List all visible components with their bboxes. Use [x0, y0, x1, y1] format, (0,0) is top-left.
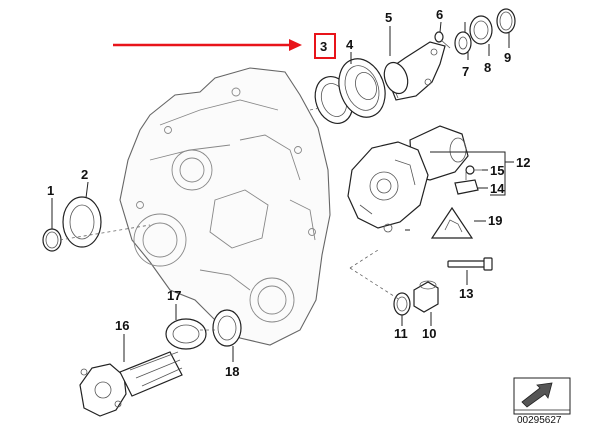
part-11-ring[interactable]: [393, 292, 411, 316]
callout-7[interactable]: 7: [462, 64, 469, 79]
part-14-sensor[interactable]: [454, 172, 479, 195]
highlight-box: [314, 33, 336, 59]
callout-3[interactable]: 3: [320, 39, 327, 54]
callout-labels: 1 2 3 4 5 6 7 8 9 10 11 12 13 14 15 16 1…: [47, 7, 530, 379]
callout-1[interactable]: 1: [47, 183, 54, 198]
callout-5[interactable]: 5: [385, 10, 392, 25]
part-16-drive-flange[interactable]: [79, 351, 183, 417]
part-10-plug[interactable]: [413, 280, 439, 313]
part-9-ring[interactable]: [496, 8, 516, 34]
callout-11[interactable]: 11: [394, 326, 408, 341]
part-18-seal[interactable]: [212, 309, 242, 347]
part-15-screw[interactable]: [465, 165, 482, 175]
part-8-seal[interactable]: [469, 15, 493, 45]
callout-12[interactable]: 12: [516, 155, 530, 170]
direction-arrow-icon: [521, 382, 553, 408]
callout-14[interactable]: 14: [490, 181, 505, 196]
part-19-warning-label[interactable]: [430, 206, 474, 239]
part-4-bearing[interactable]: [331, 52, 393, 123]
assembly-lines: [59, 107, 401, 331]
part-12-actuator-motor[interactable]: [347, 125, 469, 233]
callout-4[interactable]: 4: [346, 37, 354, 52]
callout-2[interactable]: 2: [81, 167, 88, 182]
part-5-output-flange[interactable]: [380, 41, 446, 101]
part-1-o-ring[interactable]: [42, 228, 62, 252]
callout-6[interactable]: 6: [436, 7, 443, 22]
callout-16[interactable]: 16: [115, 318, 129, 333]
callout-8[interactable]: 8: [484, 60, 491, 75]
callout-18[interactable]: 18: [225, 364, 239, 379]
callout-10[interactable]: 10: [422, 326, 436, 341]
transfer-case-housing: [119, 67, 331, 346]
callout-17[interactable]: 17: [167, 288, 181, 303]
part-7-washer[interactable]: [454, 31, 472, 55]
part-17-bearing[interactable]: [165, 318, 207, 350]
callout-13[interactable]: 13: [459, 286, 473, 301]
callout-9[interactable]: 9: [504, 50, 511, 65]
part-2-shaft-seal[interactable]: [62, 196, 102, 248]
catalog-reference: 00295627: [513, 377, 571, 426]
catalog-image-code: 00295627: [517, 415, 562, 426]
callout-15[interactable]: 15: [490, 163, 504, 178]
callout-19[interactable]: 19: [488, 213, 502, 228]
leader-lines: [51, 21, 514, 362]
part-13-bolt[interactable]: [447, 257, 493, 271]
highlight-arrow: [113, 39, 302, 51]
part-6-bolt[interactable]: [434, 31, 451, 49]
